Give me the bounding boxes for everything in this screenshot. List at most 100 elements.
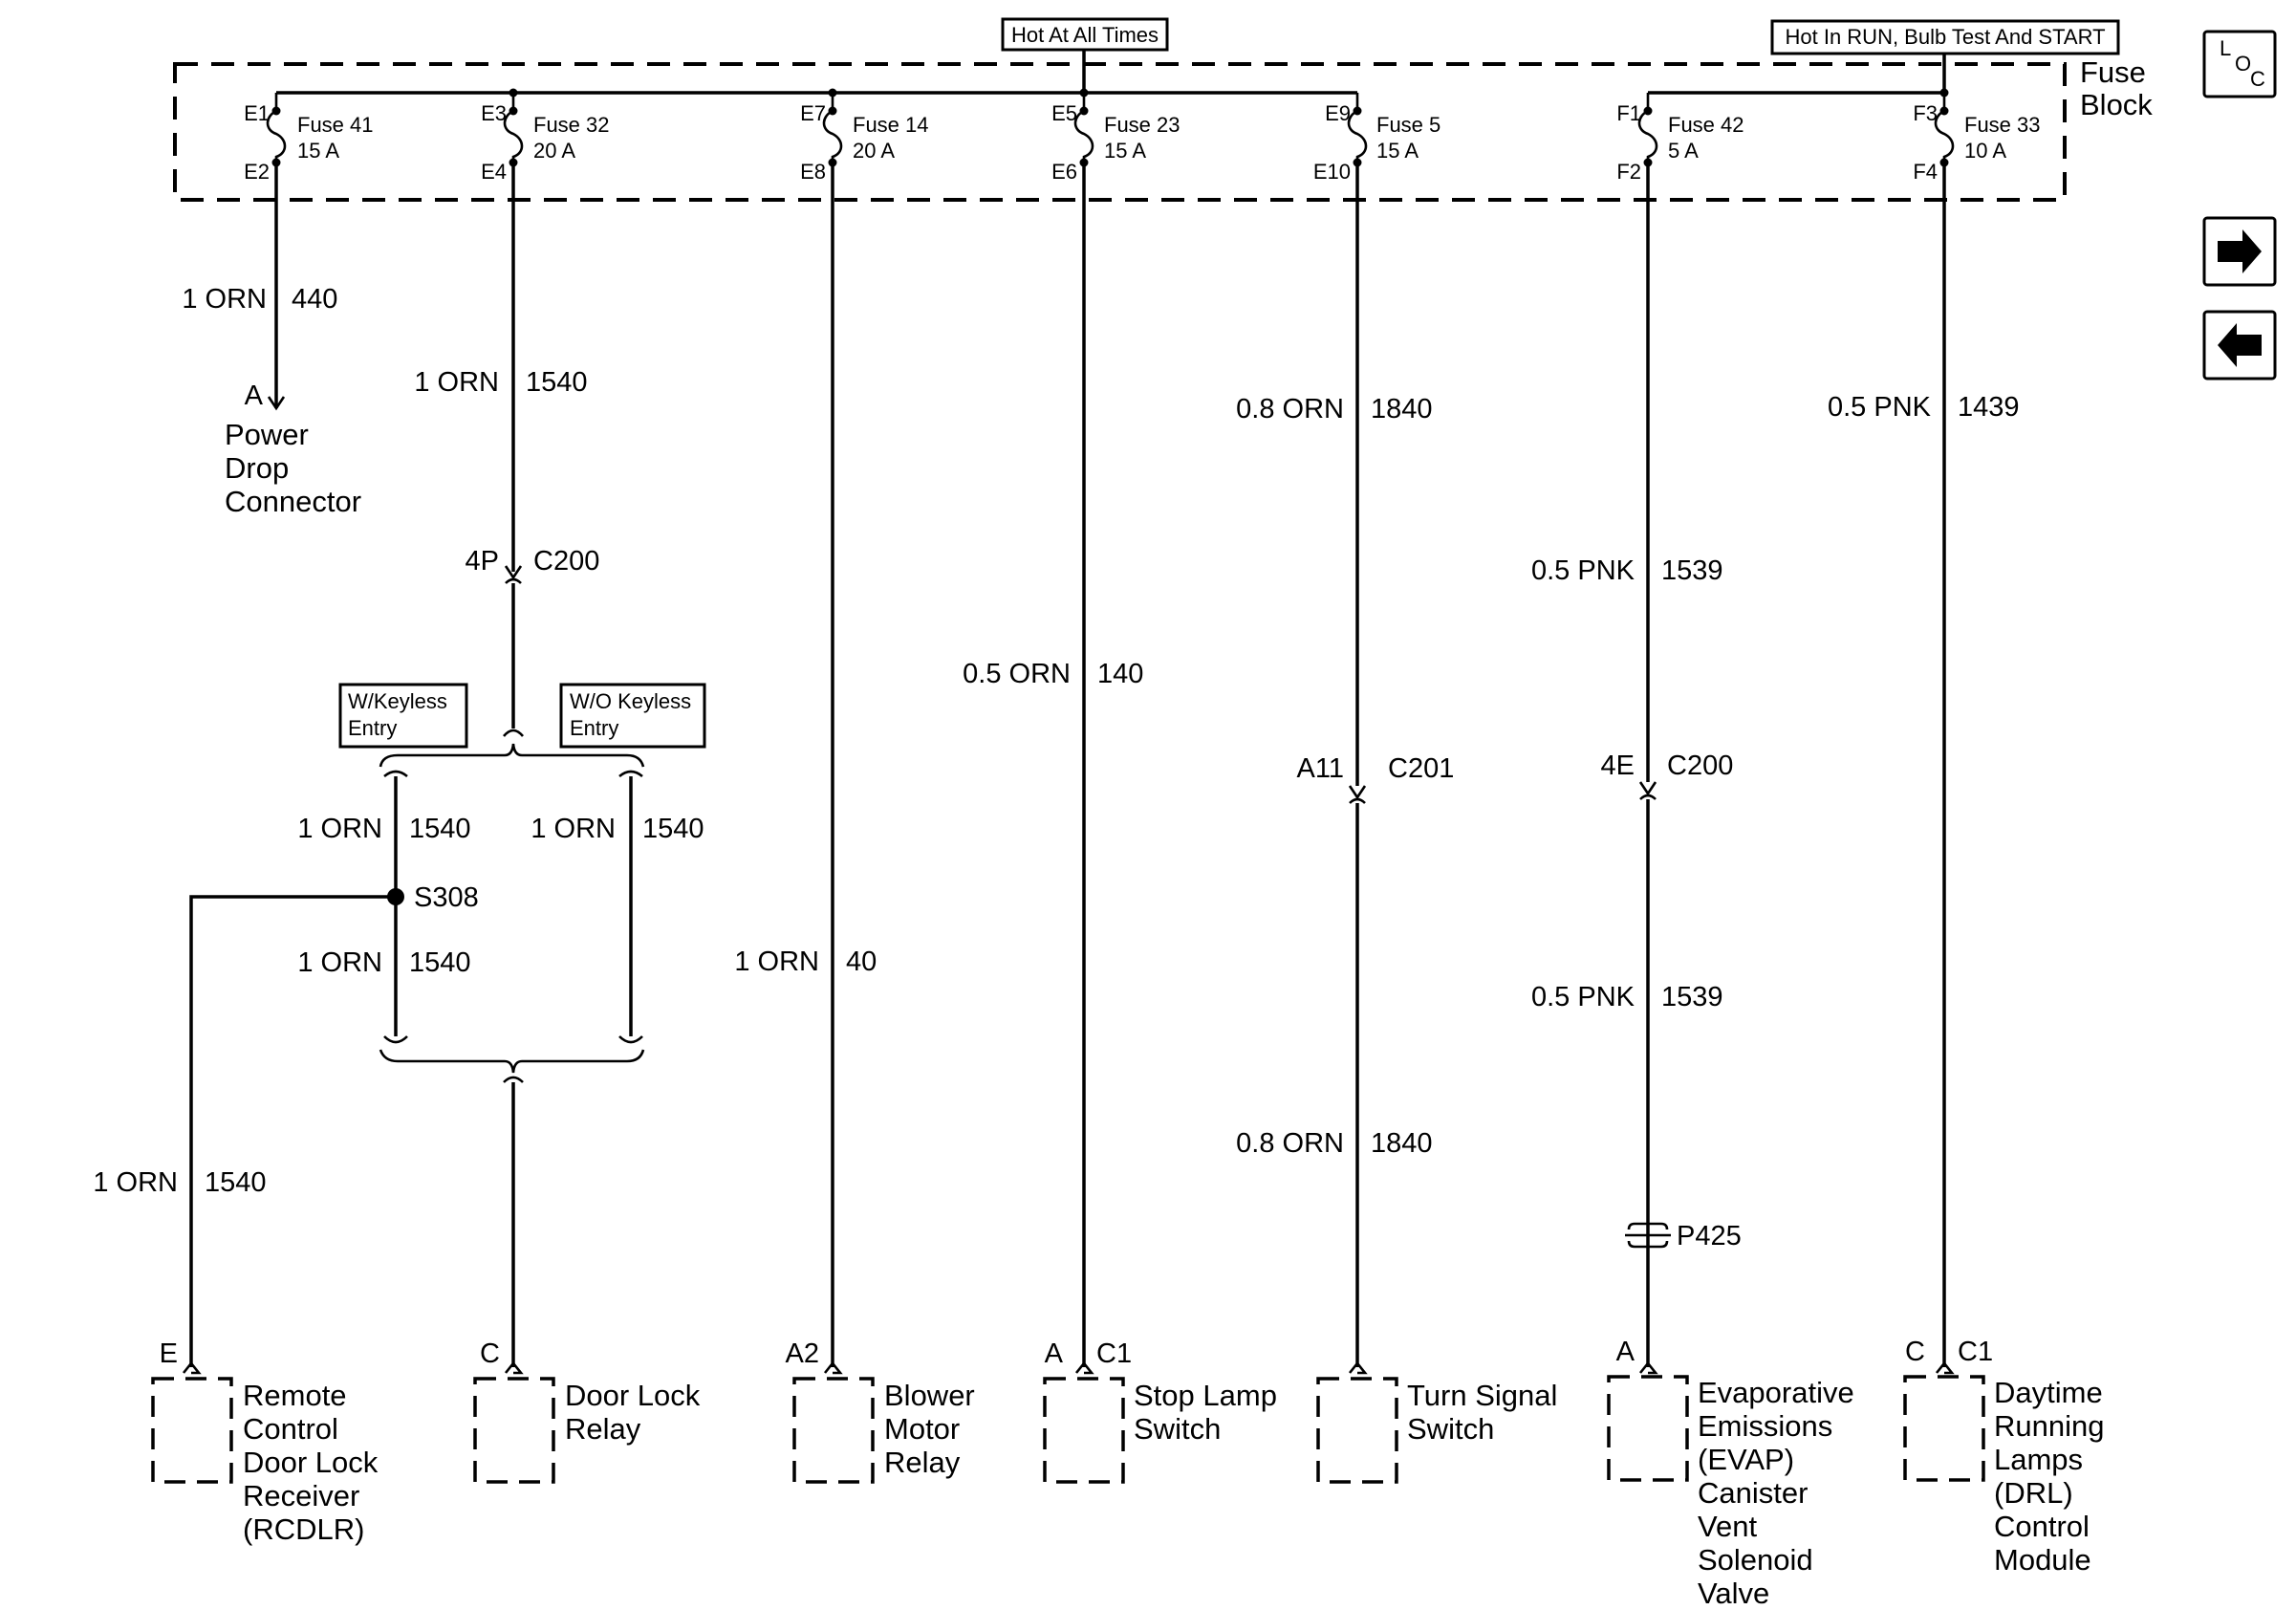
svg-text:Control: Control bbox=[243, 1412, 338, 1446]
svg-text:A2: A2 bbox=[786, 1338, 819, 1369]
svg-text:E2: E2 bbox=[244, 160, 270, 184]
component-stop-lamp-switch: A C1 Stop Lamp Switch bbox=[1043, 1338, 1277, 1484]
svg-text:1840: 1840 bbox=[1371, 1128, 1433, 1159]
svg-text:Solenoid: Solenoid bbox=[1698, 1543, 1813, 1577]
svg-text:C: C bbox=[2250, 67, 2265, 91]
location-icon[interactable]: L O C bbox=[2202, 30, 2277, 98]
svg-text:4P: 4P bbox=[466, 546, 499, 577]
svg-text:1 ORN: 1 ORN bbox=[531, 814, 616, 844]
svg-text:Switch: Switch bbox=[1134, 1412, 1221, 1446]
svg-text:C200: C200 bbox=[1667, 751, 1733, 781]
svg-text:(RCDLR): (RCDLR) bbox=[243, 1512, 364, 1546]
svg-text:E5: E5 bbox=[1051, 101, 1077, 125]
component-drl-control-module: C C1 Daytime Running Lamps (DRL) Control… bbox=[1903, 1337, 2104, 1577]
svg-text:W/O Keyless: W/O Keyless bbox=[570, 689, 691, 713]
svg-text:1 ORN: 1 ORN bbox=[93, 1167, 178, 1198]
svg-text:20 A: 20 A bbox=[533, 139, 575, 163]
fuse-5: E9 E10 Fuse 5 15 A bbox=[1313, 93, 1440, 184]
svg-text:Canister: Canister bbox=[1698, 1476, 1808, 1510]
svg-text:Fuse 33: Fuse 33 bbox=[1964, 113, 2041, 137]
svg-text:15 A: 15 A bbox=[297, 139, 339, 163]
svg-text:E8: E8 bbox=[800, 160, 826, 184]
svg-text:Vent: Vent bbox=[1698, 1510, 1757, 1543]
svg-text:C201: C201 bbox=[1388, 753, 1454, 784]
hot-at-all-times-box bbox=[1001, 17, 1169, 52]
svg-text:1 ORN: 1 ORN bbox=[414, 367, 499, 398]
svg-text:5 A: 5 A bbox=[1668, 139, 1699, 163]
svg-text:1540: 1540 bbox=[409, 814, 471, 844]
svg-text:F1: F1 bbox=[1616, 101, 1641, 125]
svg-text:Fuse 41: Fuse 41 bbox=[297, 113, 374, 137]
power-drop-label-2: Drop bbox=[225, 451, 289, 485]
fuse-33: F3 F4 Fuse 33 10 A bbox=[1913, 88, 2041, 184]
svg-text:140: 140 bbox=[1097, 659, 1143, 689]
svg-text:Control: Control bbox=[1994, 1510, 2090, 1543]
svg-text:C: C bbox=[1905, 1337, 1925, 1367]
connector-c200-4e bbox=[1638, 781, 1657, 800]
svg-text:C1: C1 bbox=[1958, 1337, 1993, 1367]
svg-text:E7: E7 bbox=[800, 101, 826, 125]
svg-text:Module: Module bbox=[1994, 1543, 2091, 1577]
brace-top bbox=[379, 743, 645, 768]
fuse-14: E7 E8 Fuse 14 20 A bbox=[800, 88, 929, 184]
svg-text:Lamps: Lamps bbox=[1994, 1443, 2083, 1476]
svg-text:1539: 1539 bbox=[1661, 555, 1723, 586]
wire-440-circuit: 440 bbox=[292, 284, 337, 315]
svg-text:1 ORN: 1 ORN bbox=[297, 814, 382, 844]
svg-text:Blower: Blower bbox=[884, 1379, 975, 1412]
component-evap-canister-vent-solenoid: A Evaporative Emissions (EVAP) Canister … bbox=[1607, 1337, 1854, 1610]
svg-text:C200: C200 bbox=[533, 546, 599, 577]
connector-p425 bbox=[1625, 1222, 1671, 1249]
forward-arrow-icon[interactable] bbox=[2202, 216, 2277, 287]
svg-text:C1: C1 bbox=[1096, 1338, 1132, 1369]
svg-text:1540: 1540 bbox=[642, 814, 704, 844]
svg-text:1 ORN: 1 ORN bbox=[297, 947, 382, 978]
fuse-23: E5 E6 Fuse 23 15 A bbox=[1051, 88, 1180, 184]
back-arrow-icon[interactable] bbox=[2202, 310, 2277, 381]
svg-text:Daytime: Daytime bbox=[1994, 1376, 2103, 1409]
component-turn-signal-switch: Turn Signal Switch bbox=[1316, 1360, 1557, 1484]
svg-text:15 A: 15 A bbox=[1376, 139, 1419, 163]
svg-text:A: A bbox=[1616, 1337, 1635, 1367]
power-drop-pin: A bbox=[245, 381, 264, 411]
wire-440-color: 1 ORN bbox=[182, 284, 267, 315]
svg-text:1 ORN: 1 ORN bbox=[734, 946, 819, 977]
svg-text:1439: 1439 bbox=[1958, 392, 2020, 423]
svg-text:Fuse 5: Fuse 5 bbox=[1376, 113, 1440, 137]
svg-text:10 A: 10 A bbox=[1964, 139, 2006, 163]
component-rcdlr: E Remote Control Door Lock Receiver (RCD… bbox=[151, 1338, 379, 1546]
svg-text:0.5 PNK: 0.5 PNK bbox=[1828, 392, 1932, 423]
svg-text:E4: E4 bbox=[481, 160, 507, 184]
svg-text:P425: P425 bbox=[1677, 1221, 1742, 1251]
w-keyless-box bbox=[338, 683, 468, 749]
svg-text:Relay: Relay bbox=[884, 1446, 961, 1479]
svg-text:F4: F4 bbox=[1913, 160, 1938, 184]
svg-text:Stop Lamp: Stop Lamp bbox=[1134, 1379, 1277, 1412]
svg-text:4E: 4E bbox=[1601, 751, 1635, 781]
svg-text:L: L bbox=[2220, 36, 2231, 60]
wo-keyless-box bbox=[559, 683, 706, 749]
svg-text:Remote: Remote bbox=[243, 1379, 347, 1412]
svg-text:F2: F2 bbox=[1616, 160, 1641, 184]
power-drop-label-1: Power bbox=[225, 418, 309, 451]
hot-in-run-box bbox=[1770, 19, 2120, 55]
svg-text:40: 40 bbox=[846, 946, 877, 977]
connector-c201 bbox=[1348, 785, 1367, 804]
svg-text:Evaporative: Evaporative bbox=[1698, 1376, 1854, 1409]
svg-text:Switch: Switch bbox=[1407, 1412, 1494, 1446]
svg-text:Relay: Relay bbox=[565, 1412, 641, 1446]
svg-text:E3: E3 bbox=[481, 101, 507, 125]
svg-text:0.5 PNK: 0.5 PNK bbox=[1531, 982, 1635, 1012]
svg-text:E9: E9 bbox=[1325, 101, 1351, 125]
svg-text:1540: 1540 bbox=[409, 947, 471, 978]
hot-in-run-label: Hot In RUN, Bulb Test And START bbox=[1785, 25, 2105, 49]
fuse-block-label-1: Fuse bbox=[2080, 55, 2146, 89]
svg-text:O: O bbox=[2235, 52, 2251, 76]
svg-text:A: A bbox=[1045, 1338, 1064, 1369]
svg-text:Fuse 14: Fuse 14 bbox=[853, 113, 929, 137]
svg-text:0.5 PNK: 0.5 PNK bbox=[1531, 555, 1635, 586]
svg-text:15 A: 15 A bbox=[1104, 139, 1146, 163]
svg-text:0.8 ORN: 0.8 ORN bbox=[1236, 394, 1344, 424]
svg-text:A11: A11 bbox=[1297, 753, 1344, 784]
wire-1540-to-rcdlr bbox=[189, 895, 396, 1367]
